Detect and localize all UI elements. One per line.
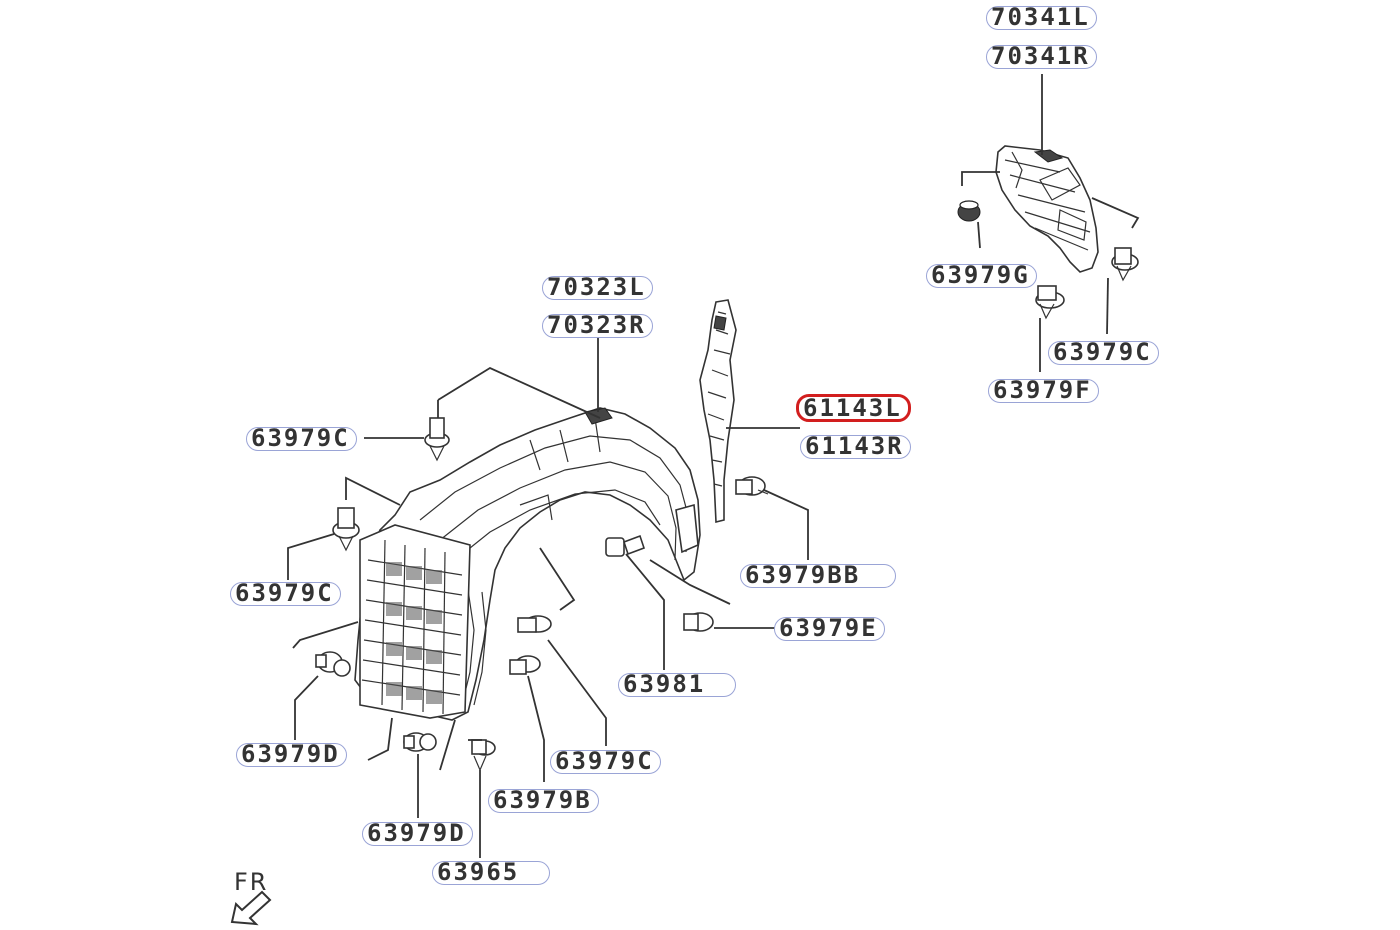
part-label-63979g[interactable]: 63979G (926, 263, 1037, 288)
part-label-63979f[interactable]: 63979F (988, 378, 1099, 403)
part-label-63981[interactable]: 63981 (618, 672, 736, 697)
part-label-70323l[interactable]: 70323L (542, 275, 653, 300)
bolt-63981-drawing (605, 534, 646, 557)
clip-63979c-l2-drawing (332, 507, 360, 552)
clip-63979c-b-drawing (517, 615, 552, 633)
part-label-70323r[interactable]: 70323R (542, 313, 653, 338)
part-label-63965[interactable]: 63965 (432, 860, 550, 885)
part-label-63979b[interactable]: 63979B (488, 788, 599, 813)
seal-strip-drawing (699, 299, 737, 524)
part-label-70341l[interactable]: 70341L (986, 5, 1097, 30)
part-label-63979e[interactable]: 63979E (774, 616, 885, 641)
clip-63979e-drawing (683, 612, 714, 632)
clip-63979f-drawing (1035, 285, 1065, 320)
part-label-63979c-b[interactable]: 63979C (550, 749, 661, 774)
fender-liner-drawing (354, 407, 701, 721)
clip-63979d-b-drawing (403, 732, 437, 752)
splash-shield-drawing (995, 145, 1099, 273)
part-label-63979c-l2[interactable]: 63979C (230, 581, 341, 606)
part-label-61143l[interactable]: 61143L (796, 394, 911, 422)
part-label-63979d-b[interactable]: 63979D (362, 821, 473, 846)
clip-63979c-tr-drawing (1111, 247, 1139, 282)
clip-63979bb-drawing (735, 476, 769, 496)
clip-63979c-l1-drawing (424, 417, 450, 462)
part-label-70341r[interactable]: 70341R (986, 44, 1097, 69)
front-direction-label: FR (234, 868, 269, 896)
part-label-63979d-l[interactable]: 63979D (236, 742, 347, 767)
part-label-63979c-tr[interactable]: 63979C (1048, 340, 1159, 365)
clip-63979g-drawing (957, 200, 981, 222)
clip-63965-drawing (471, 739, 496, 772)
part-label-63979c-l1[interactable]: 63979C (246, 426, 357, 451)
clip-63979b-drawing (509, 655, 541, 675)
part-label-61143r[interactable]: 61143R (800, 434, 911, 459)
part-label-63979bb[interactable]: 63979BB (740, 563, 896, 588)
front-arrow-icon (230, 890, 272, 926)
clip-63979d-l-drawing (315, 651, 351, 677)
